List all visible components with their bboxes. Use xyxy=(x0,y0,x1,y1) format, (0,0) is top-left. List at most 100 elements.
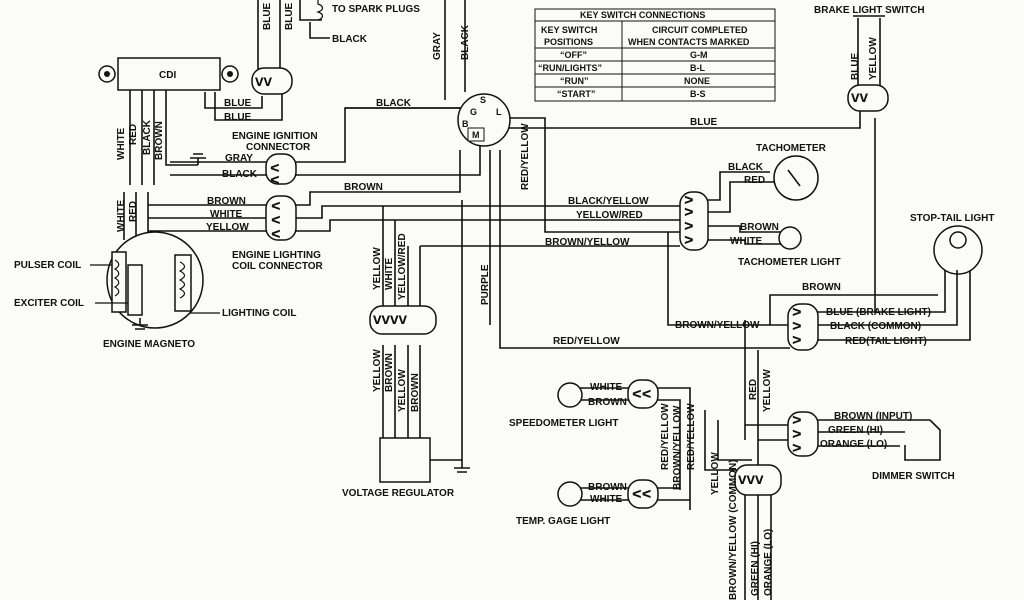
engine-ignition-connector xyxy=(265,153,297,185)
wire-lines xyxy=(123,0,971,600)
exciter-coil-label: EXCITER COIL xyxy=(14,298,84,309)
key-contact-b: B xyxy=(462,119,469,129)
cdi-label: CDI xyxy=(159,70,176,81)
brake-light-switch xyxy=(847,15,889,112)
table-header-circuit-1: CIRCUIT COMPLETED xyxy=(652,25,748,35)
svg-text:ᐯᐯ: ᐯᐯ xyxy=(851,92,869,105)
temp-gage-light xyxy=(557,481,583,507)
wire-label: BROWN xyxy=(740,222,779,233)
key-contact-m: M xyxy=(472,130,480,140)
wire-label: YELLOW xyxy=(372,349,383,392)
table-row-circuit: B-L xyxy=(690,63,705,73)
wire-label: RED(TAIL LIGHT) xyxy=(845,336,927,347)
tachometer-label: TACHOMETER xyxy=(756,143,827,154)
table-row-circuit: G-M xyxy=(690,50,708,60)
svg-text:ᐳ: ᐳ xyxy=(684,194,694,207)
wire-label: RED/YELLOW xyxy=(520,123,531,190)
wire-label: YELLOW xyxy=(762,369,773,412)
wire-label: RED/YELLOW xyxy=(660,403,671,470)
svg-text:ᐸᐸ: ᐸᐸ xyxy=(632,488,652,501)
speedometer-light xyxy=(557,382,583,408)
lighting-coil-label: LIGHTING COIL xyxy=(222,308,296,319)
wire-label: BLUE (BRAKE LIGHT) xyxy=(826,307,931,318)
voltage-regulator-label: VOLTAGE REGULATOR xyxy=(342,488,455,499)
wire-label: BLACK (COMMON) xyxy=(830,321,921,332)
wire-label: BROWN/YELLOW xyxy=(545,237,630,248)
wire-label: BROWN (INPUT) xyxy=(834,411,912,422)
table-header-positions-1: KEY SWITCH xyxy=(541,25,597,35)
temp-gage-light-label: TEMP. GAGE LIGHT xyxy=(516,516,610,527)
handlebar-connector xyxy=(734,464,782,496)
table-row-position: “START” xyxy=(557,89,595,99)
svg-text:ᐳ: ᐳ xyxy=(684,220,694,233)
key-contact-s: S xyxy=(480,95,486,105)
wire-label: BROWN xyxy=(410,373,421,412)
wire-label: WHITE xyxy=(210,209,243,220)
engine-magneto xyxy=(106,231,204,330)
wire-label: RED xyxy=(744,175,765,186)
voltage-regulator xyxy=(379,437,431,483)
wire-label: RED xyxy=(748,379,759,400)
wire-label: BLACK/YELLOW xyxy=(568,196,649,207)
tachometer xyxy=(773,155,819,201)
wire-label: BROWN xyxy=(802,282,841,293)
svg-text:ᐳ: ᐳ xyxy=(684,206,694,219)
cdi-unit: CDI xyxy=(98,57,239,91)
wire-label: BROWN xyxy=(344,182,383,193)
wire-label: GREEN (HI) xyxy=(828,425,883,436)
table-header-circuit-2: WHEN CONTACTS MARKED xyxy=(628,37,750,47)
wire-label: YELLOW xyxy=(206,222,249,233)
regulator-connector xyxy=(369,305,437,335)
wire-label: GRAY xyxy=(432,32,443,60)
wire-label: BROWN/YELLOW xyxy=(672,405,683,490)
wire-label: BROWN xyxy=(154,121,165,160)
table-row-position: “RUN” xyxy=(560,76,589,86)
table-header-positions-2: POSITIONS xyxy=(544,37,593,47)
wire-label: WHITE xyxy=(590,382,623,393)
temp-gage-connector xyxy=(627,479,659,509)
wire-label: YELLOW xyxy=(710,452,721,495)
svg-text:ᐸ: ᐸ xyxy=(271,214,281,227)
svg-text:ᐯᐯᐯ: ᐯᐯᐯ xyxy=(738,474,764,487)
svg-text:ᐳ: ᐳ xyxy=(792,442,802,455)
stop-tail-light xyxy=(933,225,983,300)
taillight-connector xyxy=(787,303,819,351)
wire-label: BROWN xyxy=(588,397,627,408)
key-switch: S G L B M xyxy=(457,93,511,147)
wire-labels: BLUE BLUE GRAY BLACK BLACK BLUE BLUE WHI… xyxy=(116,2,931,600)
wire-label: ORANGE (LO) xyxy=(763,529,774,596)
wire-label: WHITE xyxy=(590,494,623,505)
dimmer-connector xyxy=(787,411,819,457)
pulser-coil-label: PULSER COIL xyxy=(14,260,81,271)
wire-label: BLUE xyxy=(284,2,295,30)
wire-label: WHITE xyxy=(116,199,127,232)
wire-label: YELLOW xyxy=(372,247,383,290)
wire-label: BLUE xyxy=(690,117,718,128)
dimmer-switch-label: DIMMER SWITCH xyxy=(872,471,955,482)
engine-magneto-label: ENGINE MAGNETO xyxy=(103,339,195,350)
svg-text:ᐸ: ᐸ xyxy=(270,162,280,175)
tachometer-light xyxy=(778,226,802,250)
svg-text:ᐳ: ᐳ xyxy=(792,334,802,347)
wire-label: YELLOW/RED xyxy=(576,210,643,221)
svg-text:ᐳ: ᐳ xyxy=(792,414,802,427)
wire-label: BLACK xyxy=(142,119,153,155)
stop-tail-light-label: STOP-TAIL LIGHT xyxy=(910,213,994,224)
tachometer-light-label: TACHOMETER LIGHT xyxy=(738,257,841,268)
ignition-connector-label-2: CONNECTOR xyxy=(246,142,311,153)
wire-label: RED/YELLOW xyxy=(553,336,620,347)
wire-label: BLACK xyxy=(728,162,764,173)
key-contact-g: G xyxy=(470,107,477,117)
wire-label: WHITE xyxy=(116,127,127,160)
wire-label: GRAY xyxy=(225,153,253,164)
svg-text:ᐯᐯ: ᐯᐯ xyxy=(255,76,273,89)
instrument-connector xyxy=(679,191,709,251)
brake-light-switch-label: BRAKE LIGHT SWITCH xyxy=(814,5,925,16)
table-row-position: “RUN/LIGHTS” xyxy=(538,63,602,73)
wire-label: ORANGE (LO) xyxy=(820,439,887,450)
table-row-circuit: NONE xyxy=(684,76,710,86)
ignition-connector-label: ENGINE IGNITION xyxy=(232,131,318,142)
spark-plug-connector xyxy=(251,67,293,95)
